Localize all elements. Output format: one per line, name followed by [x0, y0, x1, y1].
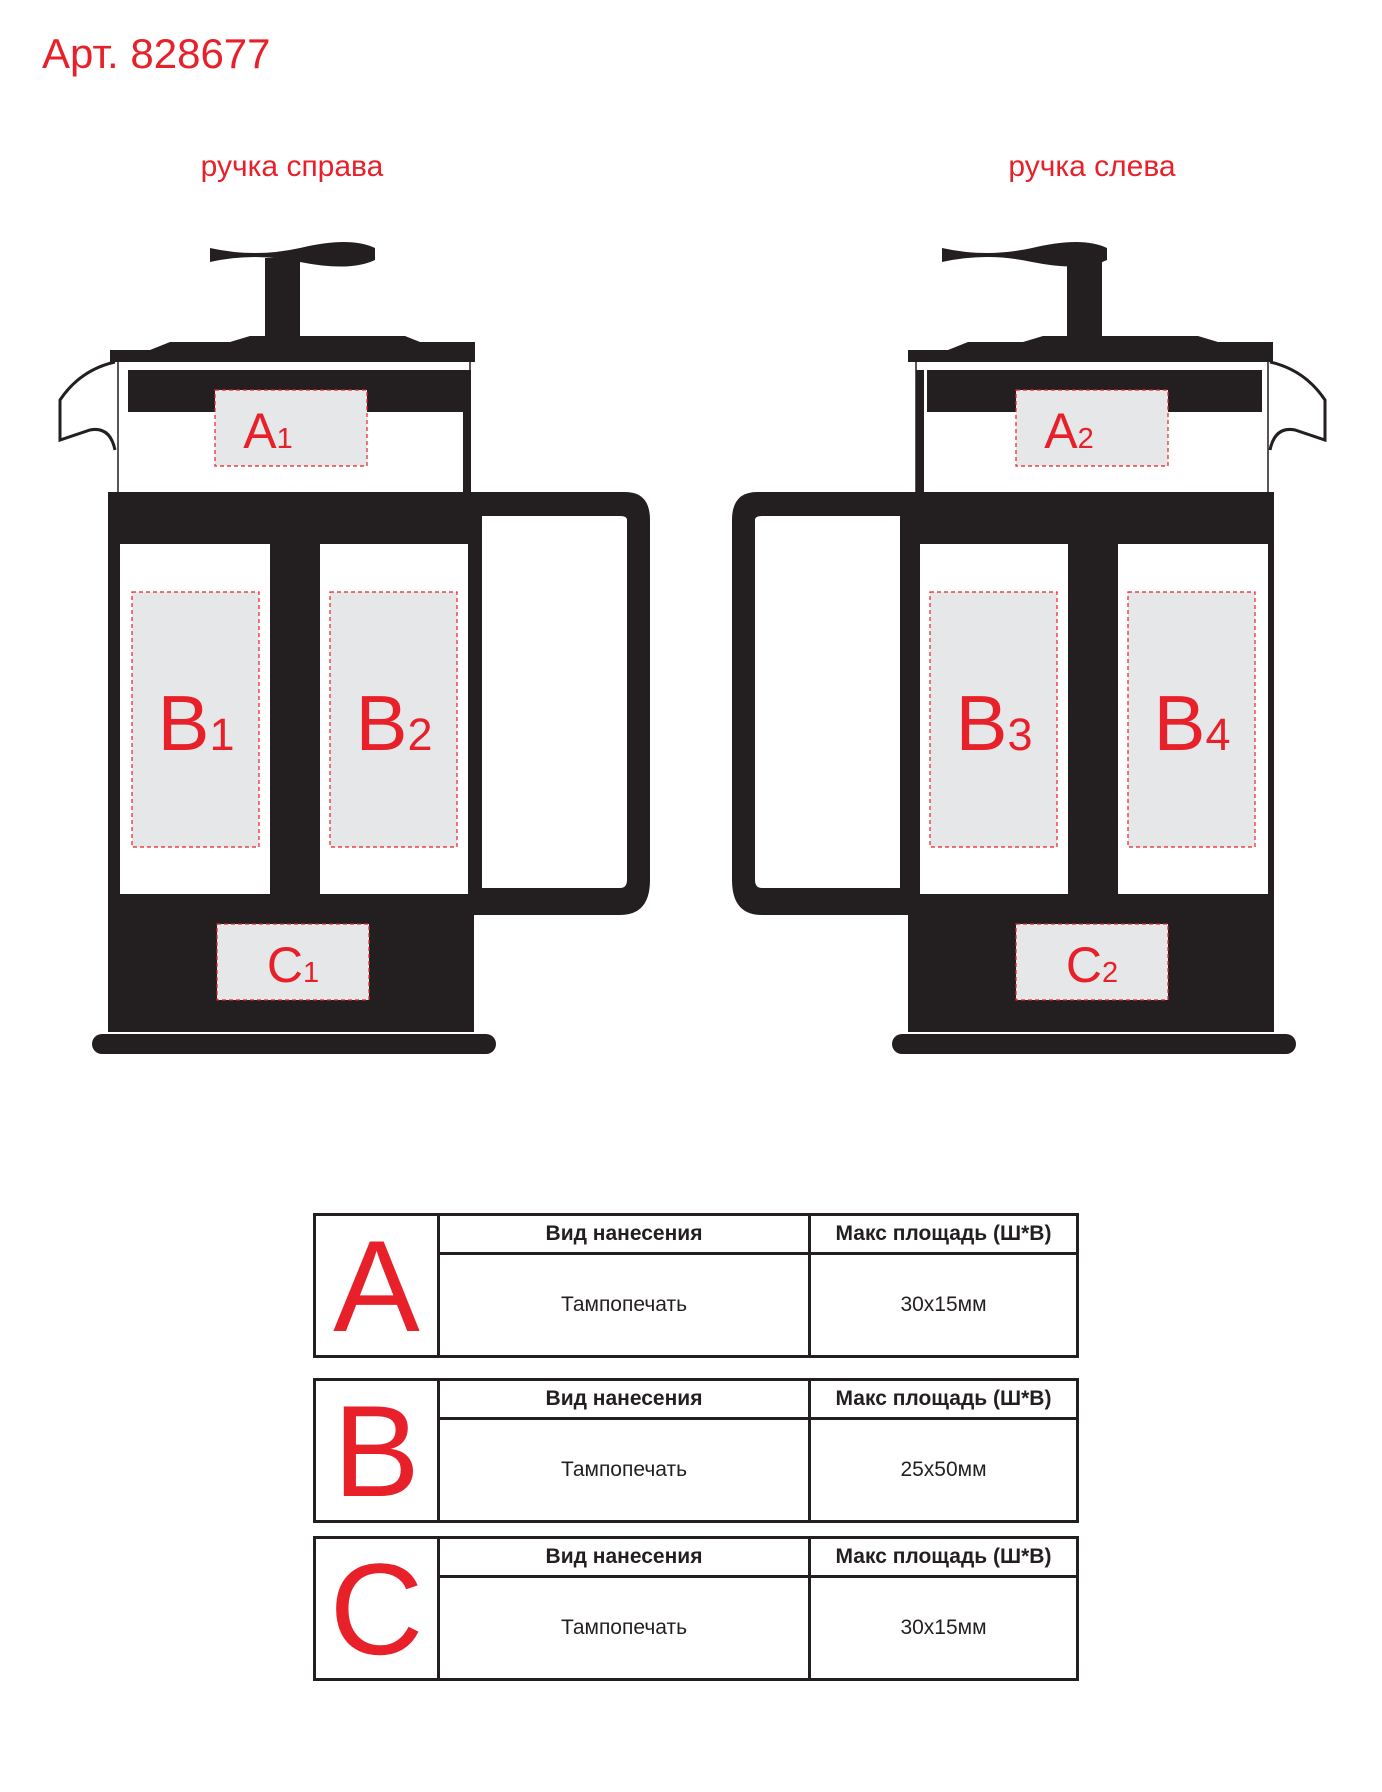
lid-top [908, 336, 1273, 362]
zone-b1 [131, 591, 260, 848]
handle [732, 492, 908, 915]
variant-title-right: ручка справа [200, 150, 384, 183]
area-value: 25x50мм [900, 1458, 987, 1481]
article-number: Арт. 828677 [42, 30, 271, 77]
header-method: Вид нанесения [440, 1381, 811, 1417]
zone-b3-label: B3 [955, 679, 1032, 767]
zone-c1-label: C1 [267, 937, 319, 993]
french-press-left-handle: A2 B3 B4 C2 [732, 242, 1327, 1054]
header-area: Макс площадь (Ш*В) [835, 1222, 1052, 1245]
zone-b4-label: B4 [1153, 679, 1230, 767]
method-value: Тампопечать [440, 1420, 811, 1520]
plunger-rod [265, 258, 300, 342]
spout [58, 360, 117, 451]
zone-a1-label: A1 [243, 403, 293, 459]
zone-b2 [329, 591, 458, 848]
zone-a1 [214, 389, 368, 467]
zone-b3 [929, 591, 1058, 848]
spec-letter: A [316, 1216, 440, 1355]
zone-b1-label: B1 [157, 679, 234, 767]
zone-c2 [1015, 923, 1169, 1001]
header-method: Вид нанесения [440, 1539, 811, 1575]
plunger-knob [942, 242, 1107, 267]
spout [1268, 360, 1327, 451]
spec-table-a: A Вид нанесения Макс площадь (Ш*В) Тампо… [313, 1213, 1079, 1358]
french-press-right-handle: A1 B1 B2 C1 [58, 242, 650, 1054]
spec-table-b: B Вид нанесения Макс площадь (Ш*В) Тампо… [313, 1378, 1079, 1523]
lid-top [110, 336, 475, 362]
zone-b4 [1127, 591, 1256, 848]
zone-c2-label: C2 [1066, 937, 1118, 993]
header-method: Вид нанесения [440, 1216, 811, 1252]
method-value: Тампопечать [440, 1578, 811, 1678]
base [892, 1034, 1296, 1054]
spec-letter: C [316, 1539, 440, 1678]
plunger-knob [210, 242, 375, 267]
plunger-rod [1067, 258, 1102, 342]
area-value: 30x15мм [900, 1293, 987, 1316]
spec-letter: B [316, 1381, 440, 1520]
zone-a2-label: A2 [1044, 403, 1094, 459]
zone-b2-label: B2 [355, 679, 432, 767]
header-area: Макс площадь (Ш*В) [835, 1387, 1052, 1410]
variant-title-left: ручка слева [1008, 150, 1176, 183]
zone-a2 [1015, 389, 1169, 467]
spec-table-c: C Вид нанесения Макс площадь (Ш*В) Тампо… [313, 1536, 1079, 1681]
base [92, 1034, 496, 1054]
zone-c1 [216, 923, 370, 1001]
handle [474, 492, 650, 915]
method-value: Тампопечать [440, 1255, 811, 1355]
area-value: 30x15мм [900, 1616, 987, 1639]
header-area: Макс площадь (Ш*В) [835, 1545, 1052, 1568]
